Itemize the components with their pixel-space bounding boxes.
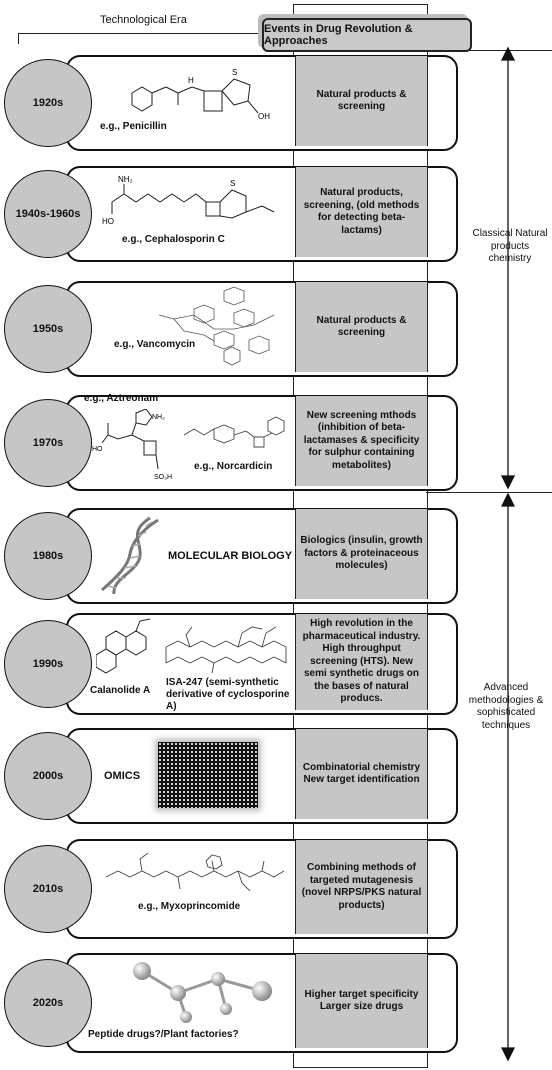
timeline-row-1920s: 1920s S H OH e.g., Penicillin Natural pr… bbox=[4, 55, 458, 151]
microarray-image bbox=[158, 742, 258, 808]
timeline-row-2000s: 2000s OMICS Combinatorial chemistry New … bbox=[4, 728, 458, 824]
event-text: New screening mthods (inhibition of beta… bbox=[295, 396, 428, 486]
timeline-row-1950s: 1950s e.g., Vancomycin Natural products … bbox=[4, 281, 458, 377]
vancomycin-structure-icon bbox=[158, 286, 275, 366]
event-text: Combining methods of targeted mutagenesi… bbox=[295, 840, 428, 934]
era-circle: 1980s bbox=[4, 512, 92, 600]
era-circle: 1950s bbox=[4, 285, 92, 373]
example-label: OMICS bbox=[104, 770, 141, 782]
molecule-model-icon bbox=[133, 962, 272, 1023]
timeline-row-2020s: 2020s Peptide drugs?/Plant factories? Hi… bbox=[4, 953, 458, 1053]
advanced-period-label: Advanced methodologies & sophisticated t… bbox=[468, 682, 544, 731]
aztreonam-structure-icon: HO NH₂ SO₃H bbox=[92, 409, 172, 481]
era-circle: 1920s bbox=[4, 59, 92, 147]
top-divider bbox=[426, 50, 552, 51]
period-arrows bbox=[500, 46, 516, 1062]
era-circle: 2000s bbox=[4, 732, 92, 820]
event-text: High revolution in the pharmaceutical in… bbox=[295, 614, 428, 710]
norcardicin-structure-icon bbox=[183, 416, 285, 448]
era-circle: 1970s bbox=[4, 399, 92, 487]
technological-era-label: Technological Era bbox=[100, 14, 187, 26]
penicillin-structure-icon: S H OH bbox=[131, 68, 270, 121]
timeline-row-1990s: 1990s Calanolide A ISA-247 (semi-synthet… bbox=[4, 613, 458, 715]
example-label: Peptide drugs?/Plant factories? bbox=[88, 1029, 239, 1040]
events-header: Events in Drug Revolution & Approaches bbox=[262, 18, 472, 52]
example-label: e.g., Penicillin bbox=[100, 121, 167, 132]
timeline-row-1970s: 1970s e.g., Aztreonam HO NH₂ SO₃H e.g., … bbox=[4, 393, 458, 491]
example-label-calanolide: Calanolide A bbox=[90, 685, 151, 696]
era-circle: 1940s-1960s bbox=[4, 170, 92, 258]
svg-text:NH₂: NH₂ bbox=[152, 414, 165, 421]
era-circle: 2010s bbox=[4, 845, 92, 933]
svg-text:SO₃H: SO₃H bbox=[154, 474, 172, 481]
cephalosporin-structure-icon: S HO NH₂ bbox=[102, 175, 275, 226]
example-label-aztreonam: e.g., Aztreonam bbox=[84, 393, 159, 404]
example-label: e.g., Vancomycin bbox=[114, 339, 196, 350]
svg-text:S: S bbox=[230, 179, 235, 188]
middle-divider bbox=[426, 492, 552, 493]
timeline-row-1940s-1960s: 1940s-1960s S HO NH₂ e.g., Cephalosporin… bbox=[4, 166, 458, 262]
svg-text:HO: HO bbox=[92, 446, 103, 453]
event-text: Combinatorial chemistry New target ident… bbox=[295, 729, 428, 819]
event-text: Natural products & screening bbox=[295, 56, 428, 146]
example-label-norcardicin: e.g., Norcardicin bbox=[194, 461, 273, 472]
svg-text:H: H bbox=[188, 76, 194, 85]
timeline-row-2010s: 2010s e.g., Myxoprincomide Combining met… bbox=[4, 839, 458, 939]
event-text: Natural products, screening, (old method… bbox=[295, 167, 428, 257]
event-text: Biologics (insulin, growth factors & pro… bbox=[295, 509, 428, 599]
era-circle: 1990s bbox=[4, 620, 92, 708]
svg-text:S: S bbox=[232, 68, 237, 77]
isa247-structure-icon bbox=[165, 626, 287, 674]
event-text: Higher target specificity Larger size dr… bbox=[295, 954, 428, 1048]
svg-text:OH: OH bbox=[258, 112, 270, 121]
event-text: Natural products & screening bbox=[295, 282, 428, 372]
example-label: e.g., Myxoprincomide bbox=[138, 901, 241, 912]
example-label-isa247: ISA-247 (semi-synthetic derivative of cy… bbox=[166, 677, 290, 712]
timeline-row-1980s: 1980s MOLECULAR BIOLOGY Biologics (insul… bbox=[4, 508, 458, 604]
svg-text:HO: HO bbox=[102, 217, 114, 226]
calanolide-structure-icon bbox=[96, 618, 151, 674]
example-label: MOLECULAR BIOLOGY bbox=[168, 550, 293, 562]
classical-period-label: Classical Natural products chemistry bbox=[472, 228, 548, 264]
era-bracket-line bbox=[18, 33, 259, 44]
dna-helix-icon bbox=[101, 516, 159, 594]
svg-text:NH₂: NH₂ bbox=[118, 175, 133, 184]
era-circle: 2020s bbox=[4, 959, 92, 1047]
myxoprincomide-structure-icon bbox=[105, 852, 285, 892]
example-label: e.g., Cephalosporin C bbox=[122, 234, 225, 245]
